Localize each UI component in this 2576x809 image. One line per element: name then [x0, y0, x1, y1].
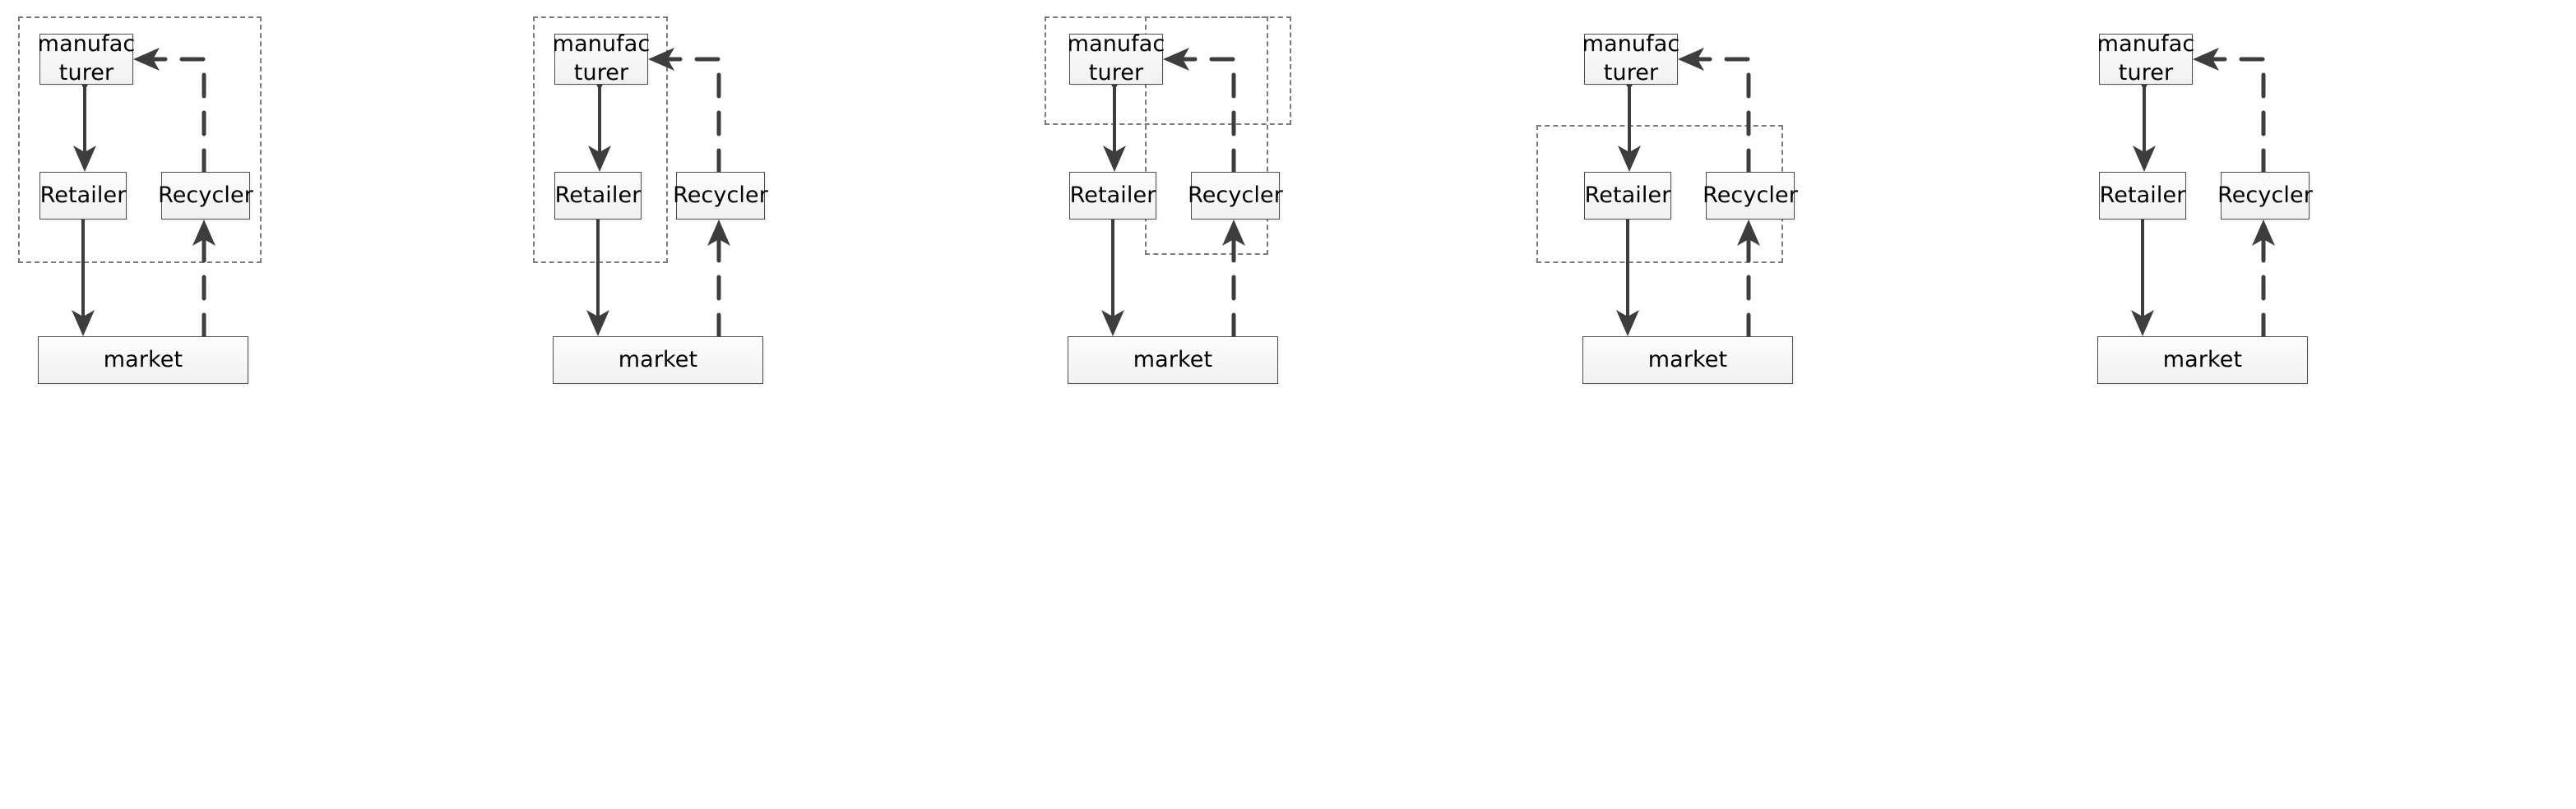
edge-retailer-to-market — [2131, 220, 2154, 336]
node-manufacturer-label: manufac turer — [552, 31, 651, 86]
node-retailer-label: Retailer — [39, 182, 127, 208]
edge-recycler-to-manufacturer — [2193, 48, 2266, 174]
node-retailer-label: Retailer — [2099, 182, 2186, 208]
node-retailer[interactable]: Retailer — [1584, 172, 1671, 220]
edge-connectors — [2131, 48, 2275, 339]
node-retailer-label: Retailer — [1069, 182, 1156, 208]
node-market[interactable]: market — [1582, 336, 1793, 384]
node-retailer[interactable]: Retailer — [2099, 172, 2186, 220]
node-market[interactable]: market — [2097, 336, 2308, 384]
node-retailer[interactable]: Retailer — [39, 172, 127, 220]
node-market-label: market — [1647, 346, 1728, 372]
node-market-label: market — [2162, 346, 2243, 372]
node-manufacturer[interactable]: manufac turer — [1068, 31, 1165, 86]
node-manufacturer[interactable]: manufac turer — [1582, 31, 1680, 86]
node-manufacturer[interactable]: manufac turer — [38, 31, 136, 86]
node-recycler-label: Recycler — [2217, 182, 2313, 208]
panel-1: manufac turer Retailer Recycler market — [0, 0, 515, 809]
node-recycler[interactable]: Recycler — [1703, 172, 1798, 220]
node-manufacturer[interactable]: manufac turer — [553, 31, 651, 86]
node-recycler-label: Recycler — [1703, 182, 1798, 208]
panel-4: manufac turer Retailer Recycler market — [1536, 0, 2059, 809]
edge-manufacturer-to-retailer — [2133, 81, 2156, 172]
group-mrr — [18, 16, 262, 263]
node-market-label: market — [618, 346, 698, 372]
node-market[interactable]: market — [1068, 336, 1278, 384]
node-retailer[interactable]: Retailer — [1069, 172, 1156, 220]
node-recycler[interactable]: Recycler — [1188, 172, 1283, 220]
node-recycler-label: Recycler — [158, 182, 253, 208]
node-recycler[interactable]: Recycler — [2217, 172, 2313, 220]
node-retailer[interactable]: Retailer — [554, 172, 642, 220]
panel-3: manufac turer Retailer Recycler market — [1030, 0, 1545, 809]
node-manufacturer-label: manufac turer — [37, 31, 136, 86]
node-market[interactable]: market — [38, 336, 248, 384]
node-retailer-label: Retailer — [554, 182, 642, 208]
panel-2: manufac turer Retailer Recycler market — [515, 0, 1030, 809]
node-manufacturer[interactable]: manufac turer — [2097, 31, 2195, 86]
edge-connectors — [1616, 48, 1760, 339]
node-recycler[interactable]: Recycler — [158, 172, 253, 220]
edge-retailer-to-market — [1101, 220, 1124, 336]
node-manufacturer-label: manufac turer — [1582, 31, 1680, 86]
edge-market-to-recycler — [707, 220, 730, 339]
node-recycler-label: Recycler — [1188, 182, 1283, 208]
node-recycler-label: Recycler — [673, 182, 768, 208]
node-market-label: market — [1133, 346, 1213, 372]
node-market-label: market — [103, 346, 183, 372]
node-recycler[interactable]: Recycler — [673, 172, 768, 220]
node-manufacturer-label: manufac turer — [1067, 31, 1165, 86]
node-retailer-label: Retailer — [1584, 182, 1671, 208]
node-market[interactable]: market — [553, 336, 763, 384]
node-manufacturer-label: manufac turer — [2096, 31, 2195, 86]
edge-market-to-recycler — [2252, 220, 2275, 339]
group-rc — [1145, 16, 1268, 255]
panel-5: manufac turer Retailer Recycler market — [2059, 0, 2574, 809]
